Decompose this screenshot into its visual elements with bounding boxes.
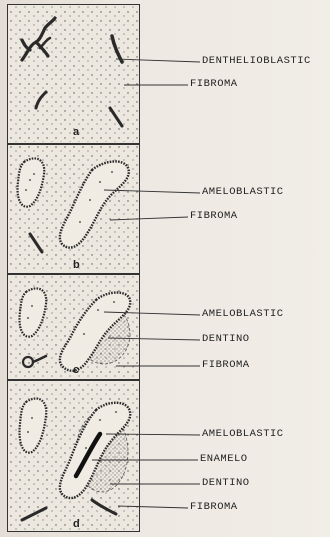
- label-c-3: FIBROMA: [202, 359, 250, 371]
- panel-a-letter: a: [73, 126, 79, 138]
- label-a-1: DENTHELIOBLASTIC: [202, 55, 311, 67]
- label-c-2: DENTINO: [202, 333, 250, 345]
- label-b-1: AMELOBLASTIC: [202, 186, 284, 198]
- label-d-3: DENTINO: [202, 477, 250, 489]
- label-d-4: FIBROMA: [190, 501, 238, 513]
- panel-d-letter: d: [73, 518, 80, 530]
- label-d-1: AMELOBLASTIC: [202, 428, 284, 440]
- label-c-1: AMELOBLASTIC: [202, 308, 284, 320]
- label-d-2: ENAMELO: [200, 453, 248, 465]
- panel-b-letter: b: [73, 259, 80, 271]
- label-b-2: FIBROMA: [190, 210, 238, 222]
- panel-c-letter: c: [73, 364, 79, 376]
- label-a-2: FIBROMA: [190, 78, 238, 90]
